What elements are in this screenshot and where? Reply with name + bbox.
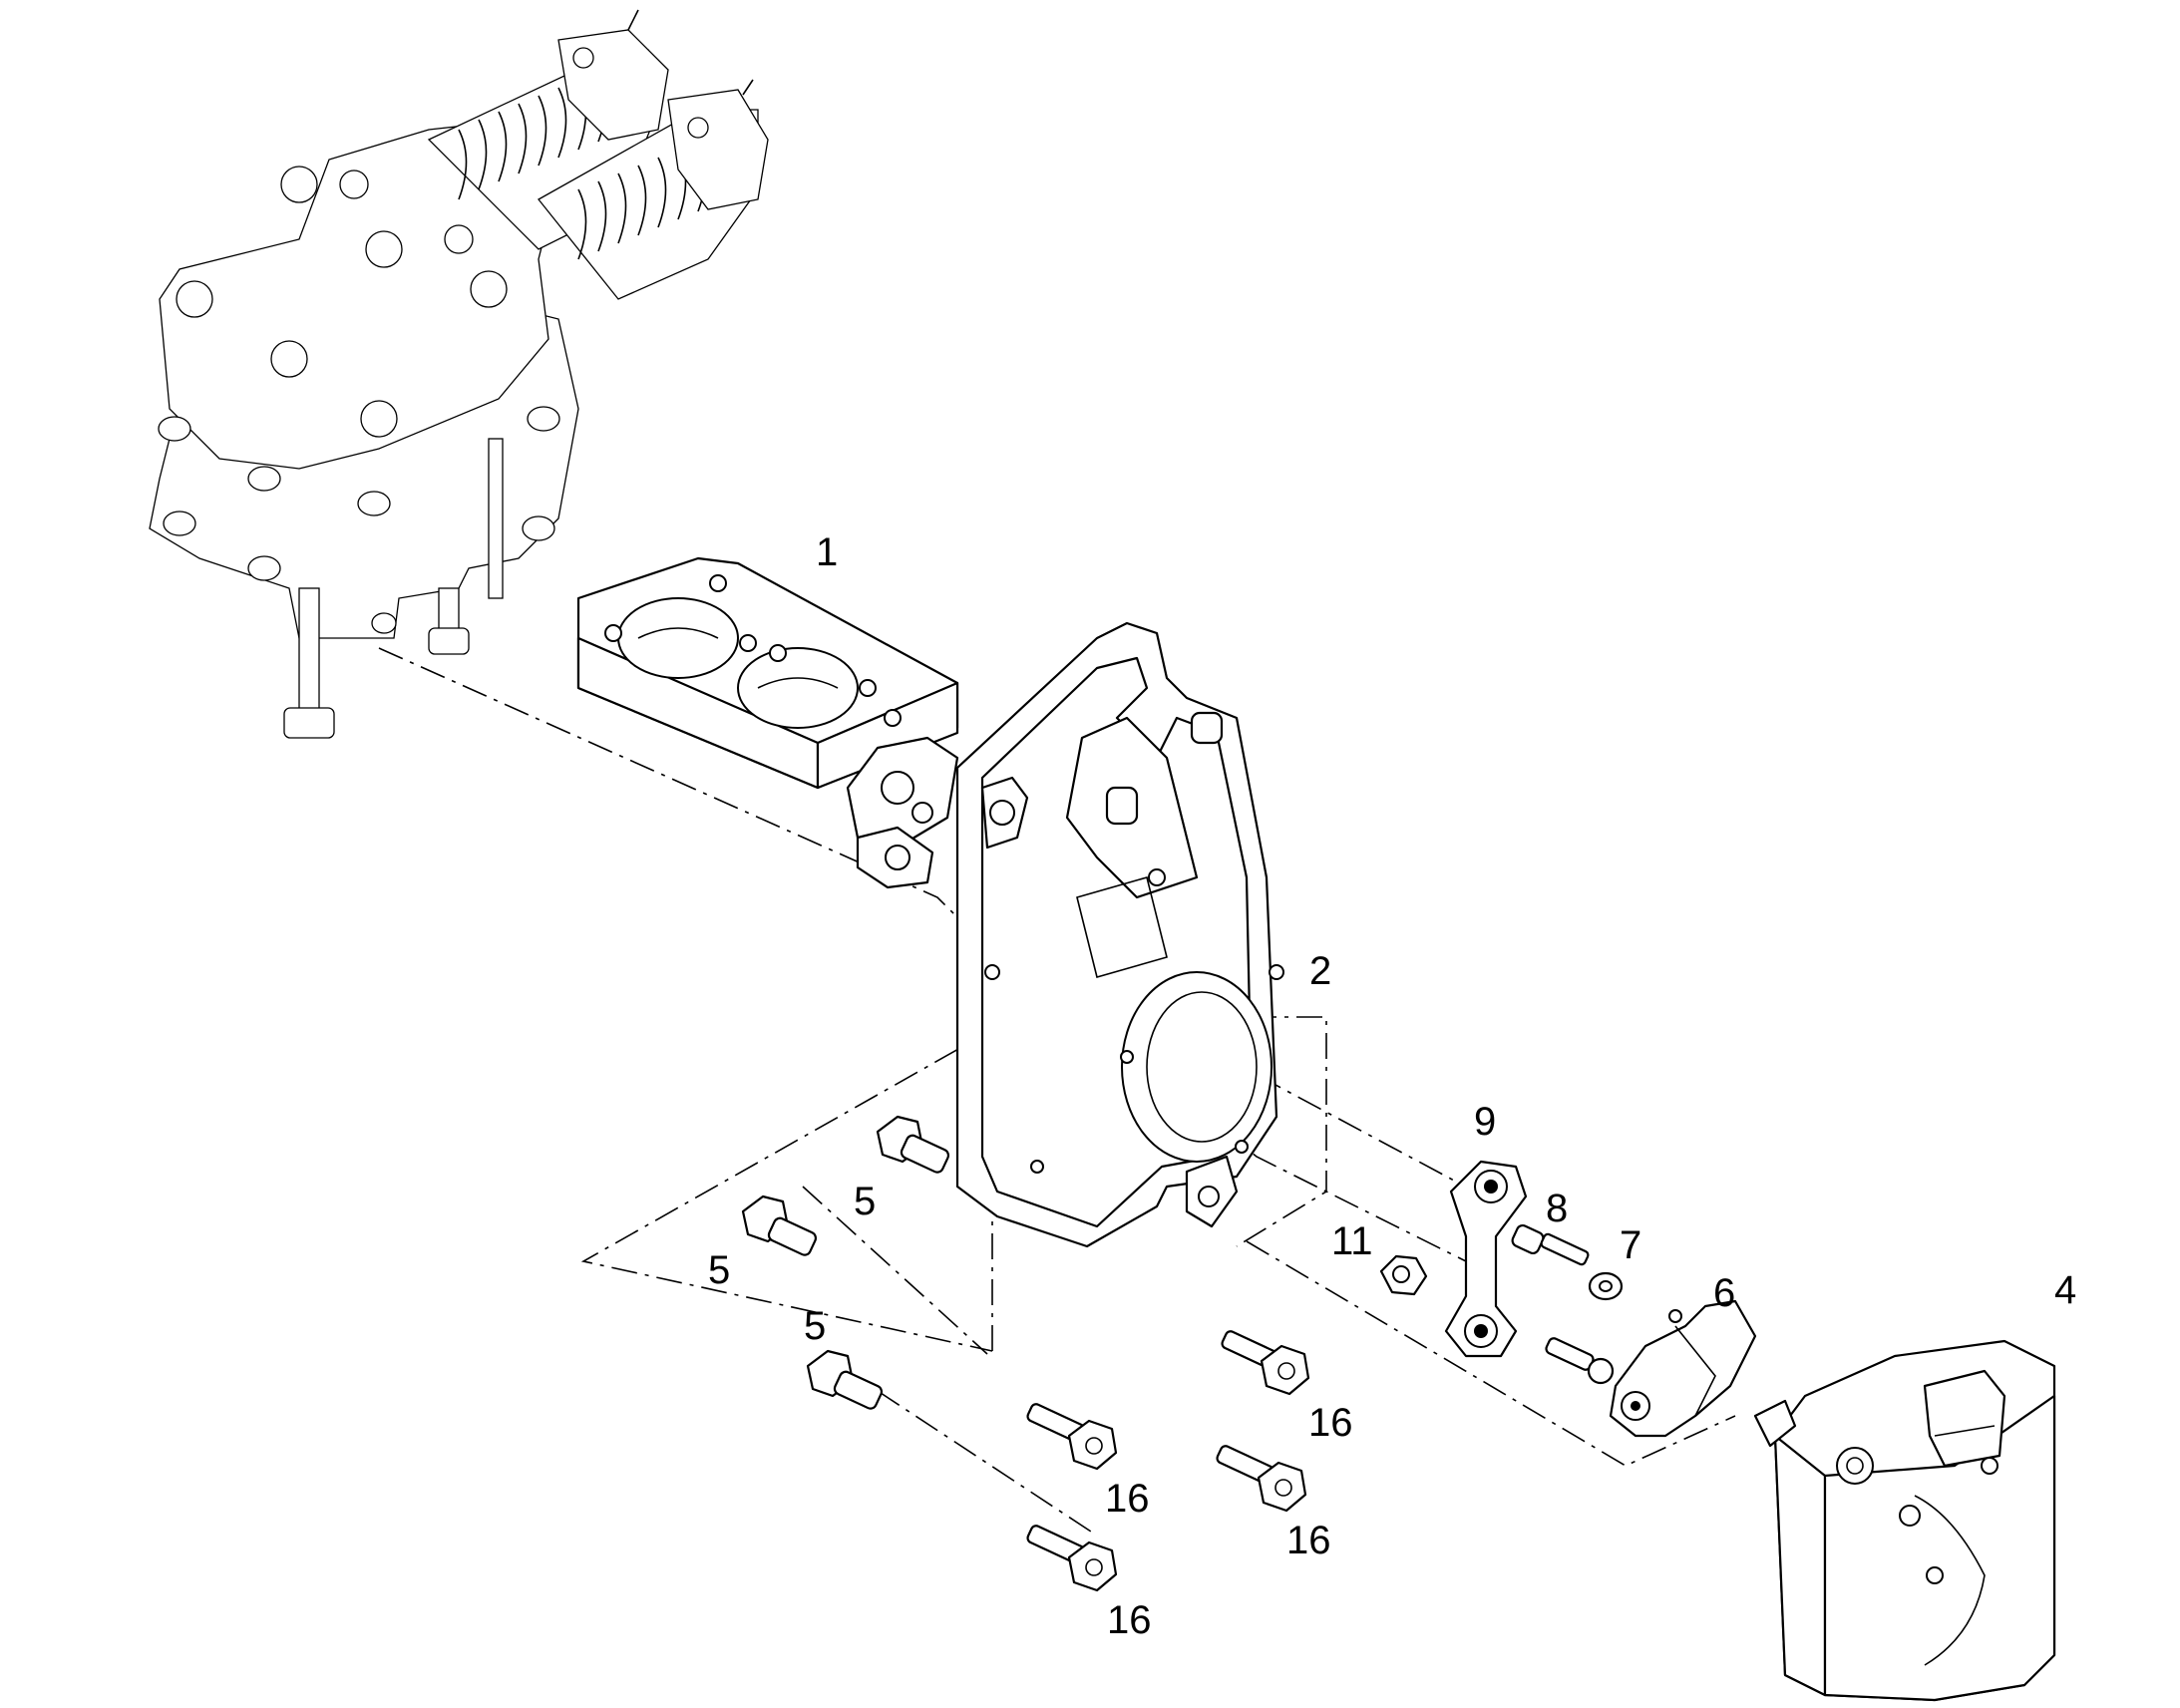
- intake-manifold: [149, 9, 769, 739]
- callout-6: 6: [1713, 1271, 1735, 1315]
- bolt-5-lower: [806, 1349, 884, 1410]
- throttle-body: [576, 556, 959, 889]
- callout-9: 9: [1474, 1100, 1496, 1144]
- callout-5-lower: 5: [804, 1304, 826, 1348]
- callout-16-mid-left: 16: [1105, 1477, 1150, 1521]
- callout-8: 8: [1546, 1187, 1568, 1230]
- mounting-bracket: [955, 621, 1284, 1248]
- callout-16-bottom: 16: [1107, 1598, 1152, 1642]
- callout-2: 2: [1309, 949, 1331, 993]
- callout-7: 7: [1620, 1223, 1641, 1267]
- pin-bolt: [1511, 1223, 1590, 1266]
- callout-11: 11: [1331, 1219, 1373, 1263]
- callout-16-mid-right: 16: [1286, 1519, 1331, 1562]
- bolt-5-upper: [876, 1115, 950, 1174]
- callout-16-top-right: 16: [1308, 1401, 1353, 1445]
- bolt-16-mid-left: [1026, 1403, 1118, 1471]
- callout-5-middle: 5: [708, 1248, 730, 1292]
- callout-1: 1: [816, 530, 838, 574]
- callout-5-upper: 5: [854, 1180, 876, 1223]
- callout-4: 4: [2054, 1268, 2076, 1312]
- callouts: 1 2 4 5 5 5 6 7 8 9 11 16 16 16 16: [708, 530, 2076, 1642]
- washer: [1588, 1271, 1624, 1301]
- bolt-16-mid-right: [1216, 1445, 1307, 1513]
- link-arm: [1444, 1160, 1528, 1358]
- bolt-16-bottom: [1026, 1525, 1118, 1592]
- bolt-16-top-right: [1221, 1330, 1310, 1396]
- bolt-5-middle: [741, 1195, 818, 1256]
- actuator-lever: [1545, 1299, 1757, 1438]
- nut: [1379, 1254, 1428, 1296]
- actuator-motor: [1753, 1339, 2056, 1702]
